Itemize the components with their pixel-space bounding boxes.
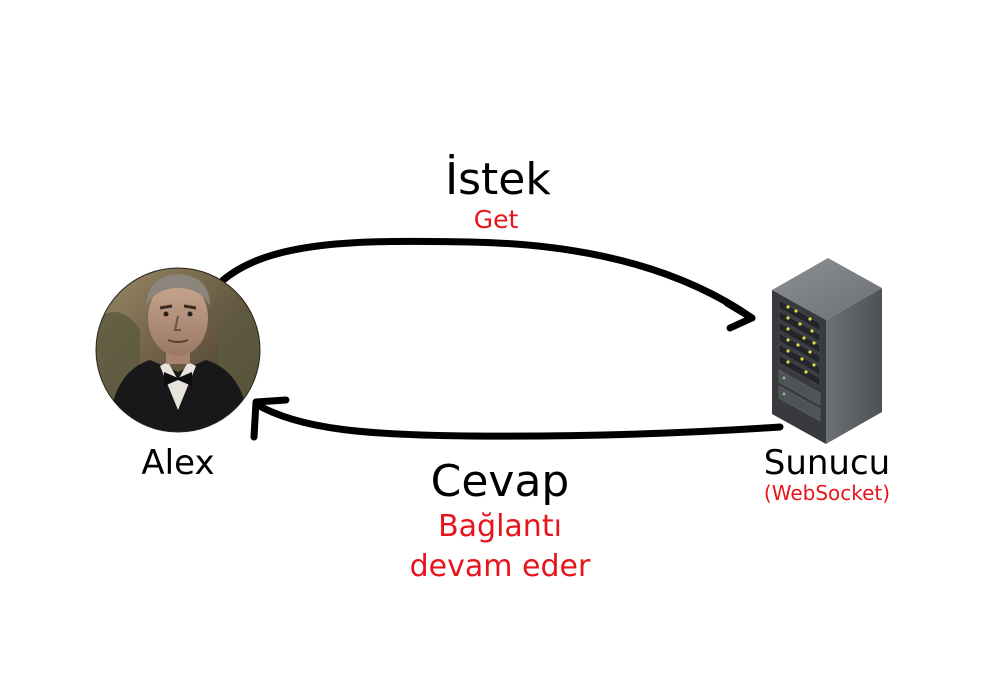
- client-name: Alex: [141, 443, 215, 483]
- client-avatar: [95, 267, 261, 433]
- server-protocol: (WebSocket): [763, 481, 891, 505]
- server-icon: [772, 258, 882, 444]
- response-note-line1: Bağlantı: [438, 509, 562, 544]
- response-arrow: [250, 396, 784, 441]
- request-arrow-line: [218, 237, 756, 322]
- server-name: Sunucu: [763, 443, 891, 483]
- response-title: Cevap: [430, 456, 570, 507]
- request-title: İstek: [445, 154, 551, 205]
- request-arrow: [218, 237, 756, 332]
- request-method: Get: [473, 205, 519, 234]
- response-note-line2: devam eder: [409, 549, 591, 584]
- response-arrow-line: [252, 400, 784, 440]
- response-arrow-head: [250, 396, 290, 441]
- request-arrow-head: [723, 299, 756, 332]
